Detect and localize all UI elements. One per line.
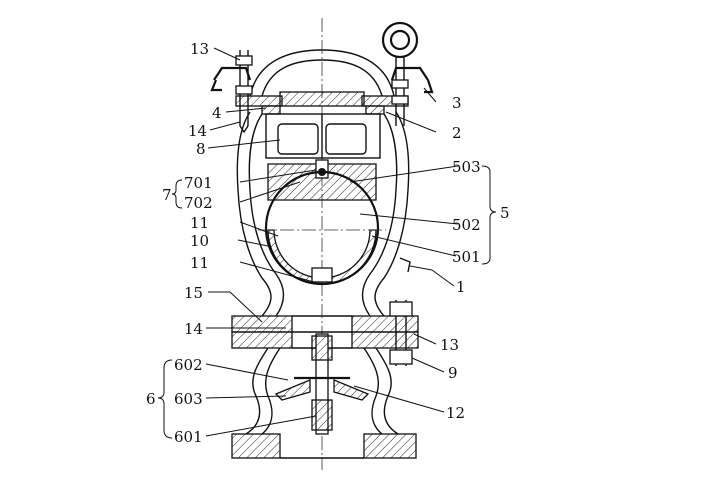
body-flange-left bbox=[231, 315, 293, 333]
label-13-top: 13 bbox=[190, 40, 209, 58]
label-501: 501 bbox=[452, 248, 481, 266]
guide-cage bbox=[265, 113, 381, 159]
label-3: 3 bbox=[452, 94, 462, 112]
label-9: 9 bbox=[448, 364, 458, 382]
label-702: 702 bbox=[184, 194, 213, 212]
label-11-upper: 11 bbox=[190, 214, 209, 232]
label-601: 601 bbox=[174, 428, 203, 446]
brace-6 bbox=[157, 359, 173, 439]
label-8: 8 bbox=[196, 140, 206, 158]
brace-7 bbox=[171, 179, 183, 209]
brace-5 bbox=[481, 165, 497, 265]
label-502: 502 bbox=[452, 216, 481, 234]
label-603: 603 bbox=[174, 390, 203, 408]
flange-bolt-right bbox=[389, 300, 413, 366]
body-flange-right bbox=[351, 315, 419, 333]
top-bolt-left bbox=[235, 50, 253, 134]
label-503: 503 bbox=[452, 158, 481, 176]
label-11-lower: 11 bbox=[190, 254, 209, 272]
label-7: 7 bbox=[162, 186, 172, 204]
label-4: 4 bbox=[212, 104, 222, 122]
lifting-eye bbox=[381, 21, 419, 126]
leader-lines bbox=[205, 47, 459, 437]
label-1: 1 bbox=[456, 278, 466, 296]
label-12: 12 bbox=[446, 404, 465, 422]
label-602: 602 bbox=[174, 356, 203, 374]
label-2: 2 bbox=[452, 124, 462, 142]
cover-plate bbox=[279, 91, 365, 107]
valve-body bbox=[231, 111, 419, 333]
label-14-top: 14 bbox=[188, 122, 207, 140]
label-6: 6 bbox=[146, 390, 156, 408]
label-701: 701 bbox=[184, 174, 213, 192]
label-13-lower: 13 bbox=[440, 336, 459, 354]
label-10: 10 bbox=[190, 232, 209, 250]
label-15: 15 bbox=[184, 284, 203, 302]
label-5: 5 bbox=[500, 204, 510, 222]
bonnet-cover bbox=[210, 49, 434, 115]
label-14-lower: 14 bbox=[184, 320, 203, 338]
